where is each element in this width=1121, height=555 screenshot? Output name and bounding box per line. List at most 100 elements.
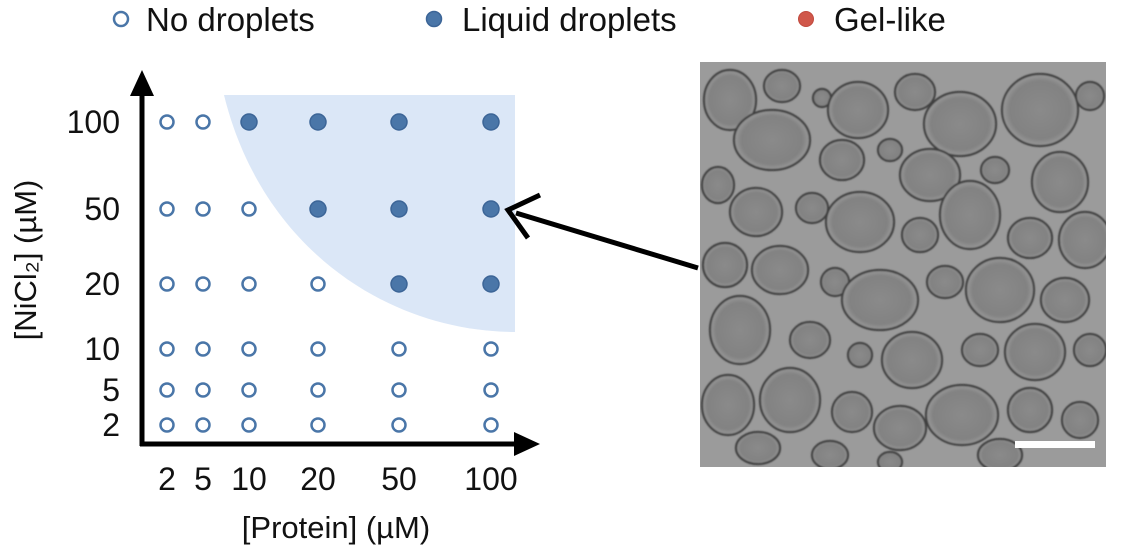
droplet xyxy=(810,439,850,467)
droplet-micrograph xyxy=(700,62,1106,467)
x-tick-label-2: 2 xyxy=(158,461,176,497)
point-liquid-droplets-x50-y50 xyxy=(390,200,408,218)
y-axis-arrowhead xyxy=(130,70,154,96)
droplet xyxy=(1039,276,1091,324)
scale-bar xyxy=(1015,441,1095,448)
droplet xyxy=(846,341,874,369)
x-tick-label-5: 5 xyxy=(194,461,212,497)
droplet xyxy=(818,138,866,182)
point-no-droplets-x5-y20 xyxy=(195,276,211,292)
droplet xyxy=(1000,72,1080,148)
droplet xyxy=(960,332,1000,368)
droplet xyxy=(893,72,937,112)
droplet xyxy=(1057,210,1106,270)
droplet xyxy=(1074,80,1106,112)
droplet xyxy=(979,155,1011,185)
point-no-droplets-x2-y20 xyxy=(159,276,175,292)
point-no-droplets-x5-y10 xyxy=(195,341,211,357)
axes xyxy=(130,70,540,456)
point-no-droplets-x50-y2 xyxy=(391,417,407,433)
droplet xyxy=(880,330,944,390)
droplet xyxy=(700,165,736,205)
legend: No droplets Liquid droplets Gel-like xyxy=(112,1,946,38)
x-tick-label-50: 50 xyxy=(381,461,417,497)
y-tick-label-50: 50 xyxy=(84,191,120,227)
droplet xyxy=(734,430,782,466)
droplet xyxy=(1003,322,1067,382)
droplet xyxy=(872,404,928,452)
droplet xyxy=(708,294,772,366)
x-tick-label-20: 20 xyxy=(300,461,336,497)
y-tick-label-10: 10 xyxy=(84,331,120,367)
droplet xyxy=(794,191,830,225)
droplet xyxy=(1006,386,1054,434)
point-liquid-droplets-x100-y100 xyxy=(482,113,500,131)
droplet xyxy=(922,90,998,158)
data-points xyxy=(159,113,500,433)
legend-label-gel-like: Gel-like xyxy=(834,1,946,38)
droplet xyxy=(900,216,940,254)
point-no-droplets-x5-y5 xyxy=(195,382,211,398)
point-liquid-droplets-x50-y100 xyxy=(390,113,408,131)
droplet xyxy=(830,390,874,434)
droplet xyxy=(898,147,962,203)
annotation-arrow xyxy=(504,192,699,271)
droplet xyxy=(701,241,749,289)
droplet xyxy=(840,268,920,332)
point-no-droplets-x20-y2 xyxy=(310,417,326,433)
x-axis-arrowhead xyxy=(514,432,540,456)
legend-marker-liquid-droplets xyxy=(425,10,443,28)
legend-label-no-droplets: No droplets xyxy=(146,1,315,38)
y-axis-label: [NiCl₂] (µM) xyxy=(8,180,43,341)
liquid-droplets-region xyxy=(224,95,515,332)
legend-marker-gel-like xyxy=(798,11,814,27)
droplet xyxy=(1030,150,1090,214)
droplet xyxy=(876,450,904,467)
x-tick-label-10: 10 xyxy=(231,461,267,497)
droplet xyxy=(732,108,812,172)
y-tick-label-100: 100 xyxy=(67,104,120,140)
point-no-droplets-x100-y5 xyxy=(483,382,499,398)
point-no-droplets-x20-y10 xyxy=(310,341,326,357)
point-no-droplets-x2-y2 xyxy=(159,417,175,433)
point-no-droplets-x10-y50 xyxy=(241,201,257,217)
point-liquid-droplets-x50-y20 xyxy=(390,275,408,293)
point-no-droplets-x5-y100 xyxy=(195,114,211,130)
droplet xyxy=(964,256,1036,324)
point-no-droplets-x5-y2 xyxy=(195,417,211,433)
point-no-droplets-x50-y10 xyxy=(391,341,407,357)
droplet xyxy=(750,244,810,296)
droplet xyxy=(924,383,1000,447)
point-no-droplets-x2-y50 xyxy=(159,201,175,217)
legend-label-liquid-droplets: Liquid droplets xyxy=(462,1,677,38)
point-liquid-droplets-x10-y100 xyxy=(240,113,258,131)
droplet xyxy=(700,373,756,437)
droplet xyxy=(1072,332,1106,368)
droplet xyxy=(976,437,1024,467)
droplet xyxy=(1060,400,1100,440)
point-no-droplets-x100-y2 xyxy=(483,417,499,433)
droplet xyxy=(728,186,784,238)
point-no-droplets-x10-y2 xyxy=(241,417,257,433)
point-no-droplets-x5-y50 xyxy=(195,201,211,217)
droplet xyxy=(925,264,965,300)
x-tick-label-100: 100 xyxy=(464,461,517,497)
droplet xyxy=(876,137,904,163)
point-no-droplets-x10-y5 xyxy=(241,382,257,398)
x-axis-label: [Protein] (µM) xyxy=(242,510,430,545)
point-no-droplets-x2-y10 xyxy=(159,341,175,357)
point-no-droplets-x10-y10 xyxy=(241,341,257,357)
droplet xyxy=(1006,216,1054,260)
legend-marker-no-droplets xyxy=(112,10,130,28)
point-liquid-droplets-x20-y100 xyxy=(309,113,327,131)
point-liquid-droplets-x100-y50 xyxy=(482,200,500,218)
y-tick-label-2: 2 xyxy=(102,407,120,443)
y-tick-label-20: 20 xyxy=(84,266,120,302)
droplet xyxy=(826,80,890,140)
point-no-droplets-x2-y100 xyxy=(159,114,175,130)
point-no-droplets-x100-y10 xyxy=(483,341,499,357)
droplet xyxy=(824,190,896,254)
